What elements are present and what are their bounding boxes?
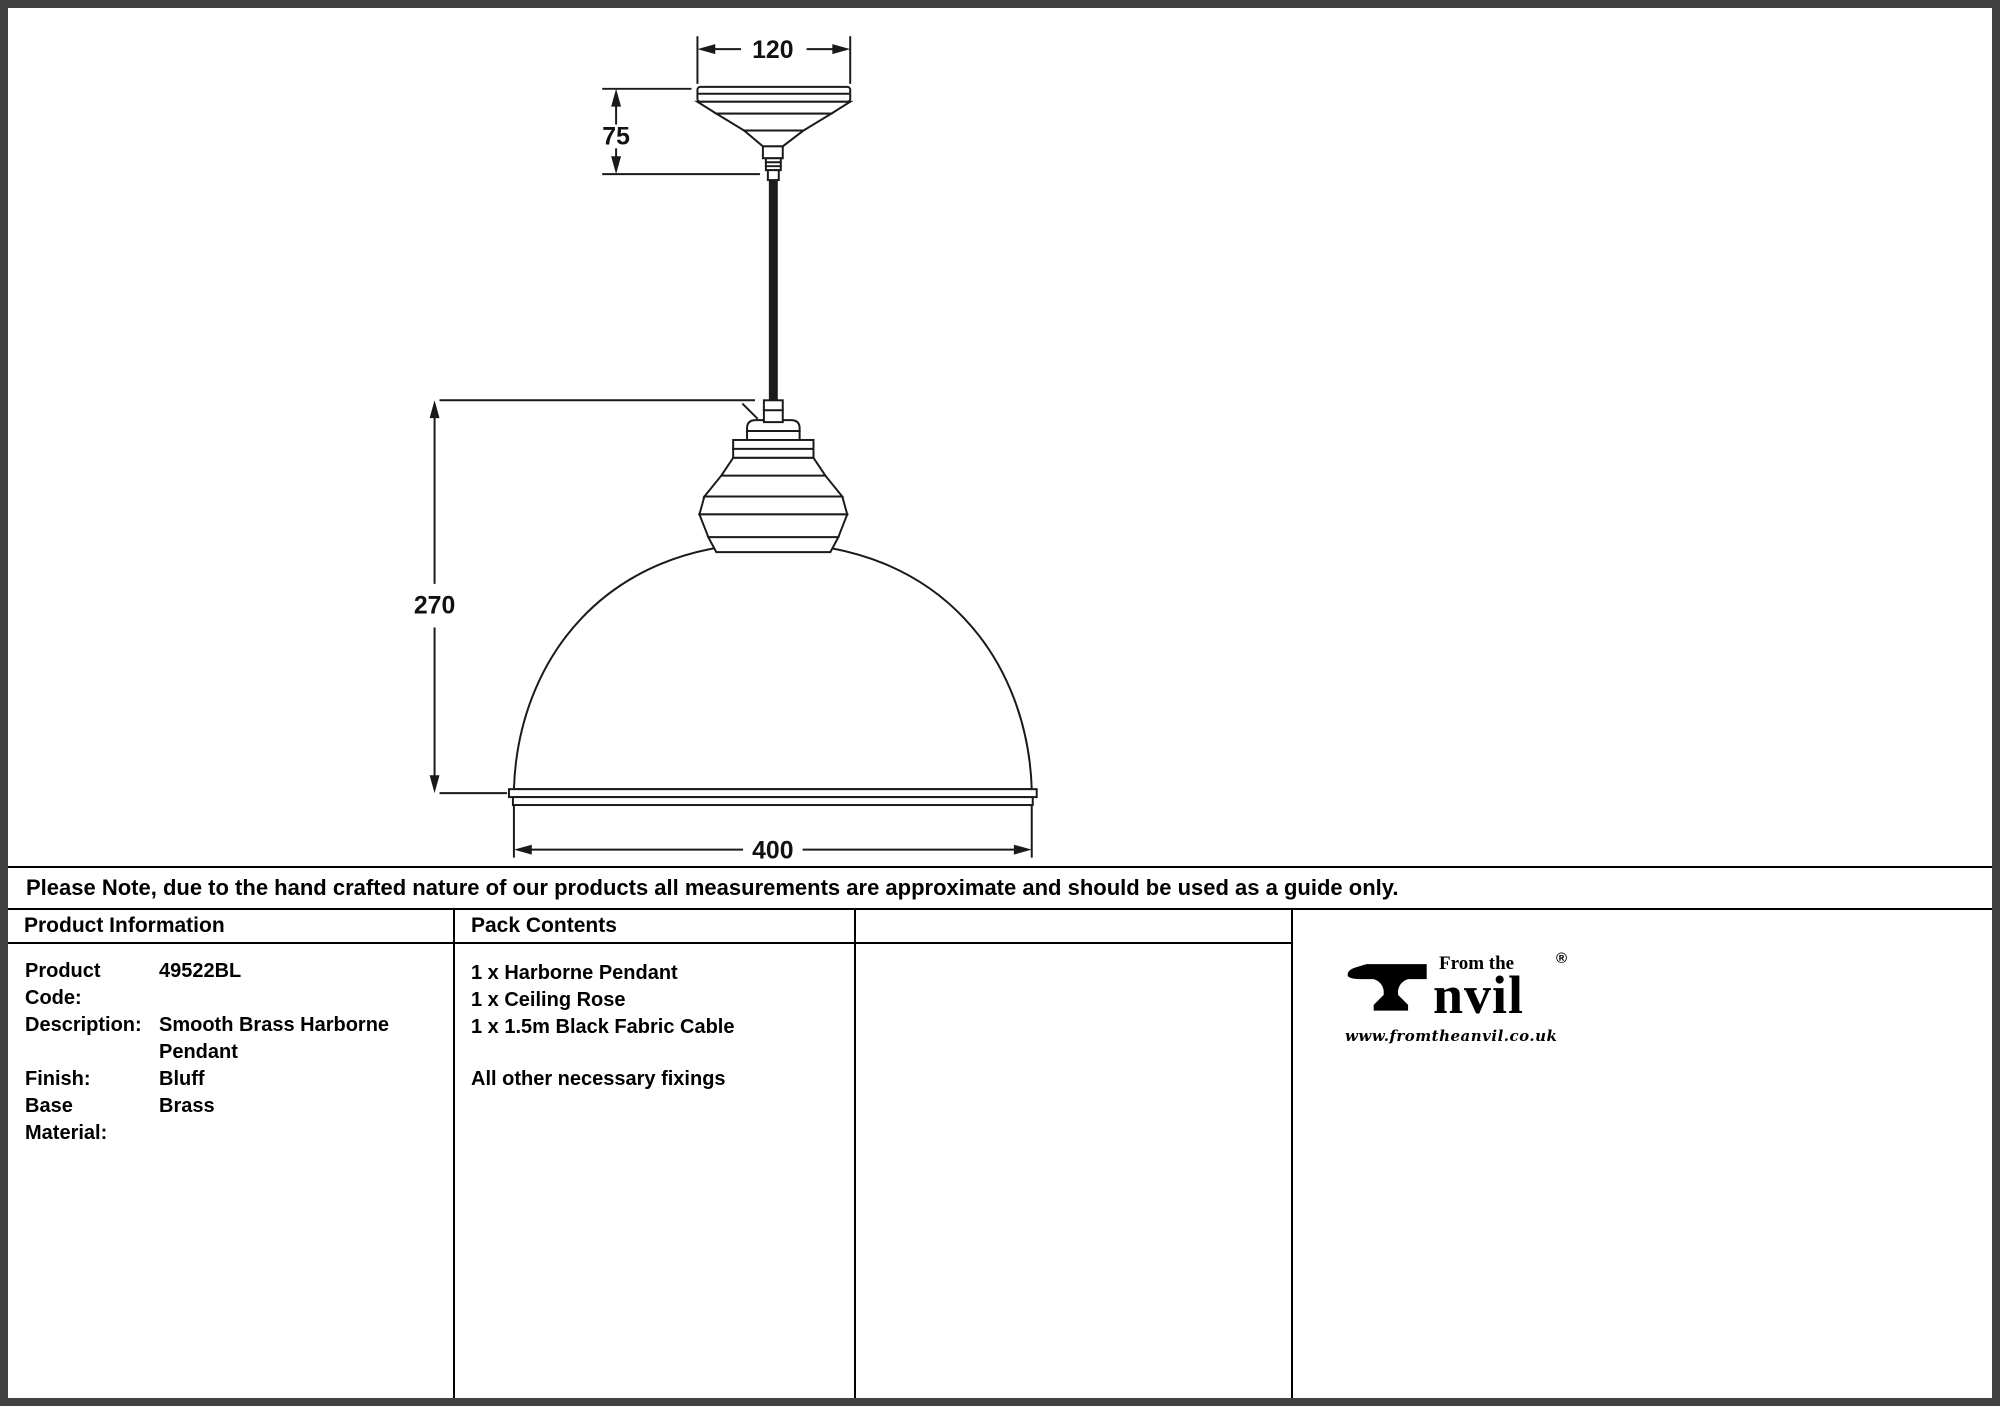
- description-label: Description:: [25, 1014, 142, 1036]
- brand-logo-cell: ® From the nvil www.fromtheanvil.co.uk: [1293, 910, 1992, 1398]
- measurement-note-bar: Please Note, due to the hand crafted nat…: [8, 866, 1992, 908]
- dim-label-shade-height: 270: [414, 593, 455, 620]
- finish-label: Finish:: [25, 1068, 91, 1090]
- pendant-drawing-svg: 120 75: [414, 36, 1038, 865]
- pack-item: 1 x Harborne Pendant: [471, 962, 678, 984]
- product-information-header: Product Information: [24, 914, 225, 937]
- pack-contents-header: Pack Contents: [471, 914, 617, 937]
- shade-rim: [507, 788, 1038, 799]
- product-info-row: Base Material: Brass: [25, 1093, 453, 1147]
- pack-item: 1 x 1.5m Black Fabric Cable: [471, 1016, 735, 1038]
- dimension-shade-width: 400: [512, 806, 1033, 865]
- product-info-row: Finish: Bluff: [25, 1066, 453, 1093]
- dim-label-rose-width: 120: [752, 37, 793, 64]
- description-value: Smooth Brass Harborne Pendant: [159, 1014, 390, 1063]
- registered-trademark-symbol: ®: [1555, 950, 1567, 967]
- logo-website-url: www.fromtheanvil.co.uk: [1345, 1027, 1558, 1046]
- product-info-row: Description: Smooth Brass Harborne Penda…: [25, 1012, 453, 1066]
- fabric-cable: [768, 180, 778, 401]
- pack-contents-footer: All other necessary fixings: [471, 1068, 726, 1090]
- logo-anvil-wordmark: nvil: [1433, 965, 1525, 1025]
- technical-drawing: 120 75: [8, 8, 1992, 866]
- lamp-holder-gallery: [697, 419, 849, 554]
- empty-body-cell: [856, 944, 1293, 1398]
- base-material-label: Base Material:: [25, 1095, 108, 1144]
- ceiling-rose: [694, 85, 854, 182]
- dimension-rose-height: 75: [602, 87, 760, 176]
- cord-grip-connector: [741, 399, 784, 424]
- dim-label-shade-width: 400: [752, 838, 793, 865]
- pack-item: 1 x Ceiling Rose: [471, 989, 626, 1011]
- dimension-shade-height: 270: [414, 399, 755, 795]
- product-information-body: Product Code: 49522BL Description: Smoot…: [8, 944, 455, 1398]
- measurement-note-text: Please Note, due to the hand crafted nat…: [26, 875, 1399, 900]
- anvil-icon: [1347, 964, 1427, 1012]
- empty-header-cell: [856, 910, 1293, 944]
- info-table: Product Information Pack Contents ® From…: [8, 908, 1992, 1398]
- finish-value: Bluff: [159, 1068, 205, 1090]
- pack-contents-body: 1 x Harborne Pendant 1 x Ceiling Rose 1 …: [455, 944, 856, 1398]
- from-the-anvil-logo: ® From the nvil www.fromtheanvil.co.uk: [1345, 950, 1567, 1046]
- dim-label-rose-height: 75: [602, 123, 630, 150]
- product-information-header-cell: Product Information: [8, 910, 455, 944]
- logo-from-the-text: From the: [1439, 953, 1515, 974]
- base-material-value: Brass: [159, 1095, 215, 1117]
- pack-contents-header-cell: Pack Contents: [455, 910, 856, 944]
- product-info-row: Product Code: 49522BL: [25, 958, 453, 1012]
- dome-shade: [507, 542, 1038, 807]
- product-code-value: 49522BL: [159, 960, 242, 982]
- product-code-label: Product Code:: [25, 960, 101, 1009]
- dimension-rose-width: 120: [696, 36, 852, 84]
